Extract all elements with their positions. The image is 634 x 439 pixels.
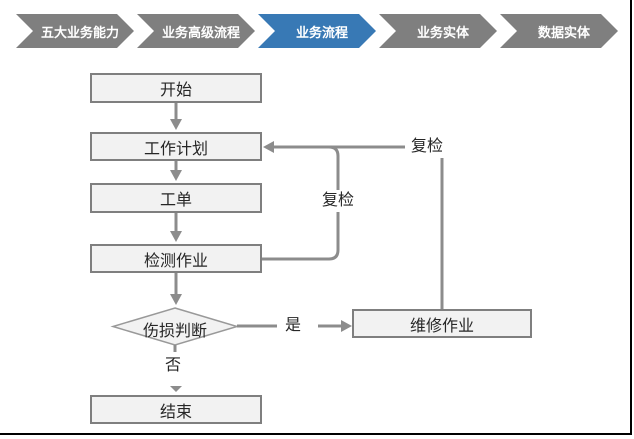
nav-step-label: 五大业务能力 [40, 24, 119, 40]
nav-step-data-entity[interactable]: 数据实体 [500, 14, 618, 48]
nav-step-business-capabilities[interactable]: 五大业务能力 [16, 14, 134, 48]
flow-node-label: 开始 [159, 82, 192, 99]
nav-step-label: 业务高级流程 [161, 24, 240, 40]
nav-step-label: 业务流程 [295, 24, 348, 40]
edge-label-recheck-repair: 复检 [405, 136, 450, 158]
edge-no-arrowhead-icon [170, 386, 182, 392]
nav-step-label: 业务实体 [416, 24, 469, 40]
flow-node-work-plan: 工作计划 [90, 132, 262, 161]
flow-node-label: 维修作业 [409, 317, 474, 335]
nav-step-high-level-process[interactable]: 业务高级流程 [137, 14, 255, 48]
nav-step-business-process[interactable]: 业务流程 [258, 14, 376, 48]
edge-label-recheck-inspection: 复检 [316, 190, 361, 212]
flow-node-work-order: 工单 [90, 183, 262, 213]
nav-step-business-entity[interactable]: 业务实体 [379, 14, 497, 48]
flow-node-label: 结束 [159, 403, 192, 421]
flow-node-start: 开始 [90, 73, 262, 103]
nav-step-label: 数据实体 [537, 24, 590, 40]
process-step-nav: 五大业务能力 业务高级流程 业务流程 业务实体 数据实体 [16, 14, 618, 48]
flow-node-label: 工作计划 [143, 140, 208, 158]
edge-recheck-repair [263, 141, 444, 309]
flow-node-label: 工单 [159, 192, 192, 209]
edge-label-no: 否 [165, 357, 182, 374]
flow-node-label: 检测作业 [143, 252, 208, 270]
flow-node-damage-judgment: 伤损判断 [142, 323, 207, 340]
flow-node-repair: 维修作业 [352, 309, 532, 338]
flow-node-end: 结束 [90, 395, 262, 424]
flow-node-inspection: 检测作业 [90, 244, 262, 273]
edge-label-yes: 是 [285, 317, 302, 334]
